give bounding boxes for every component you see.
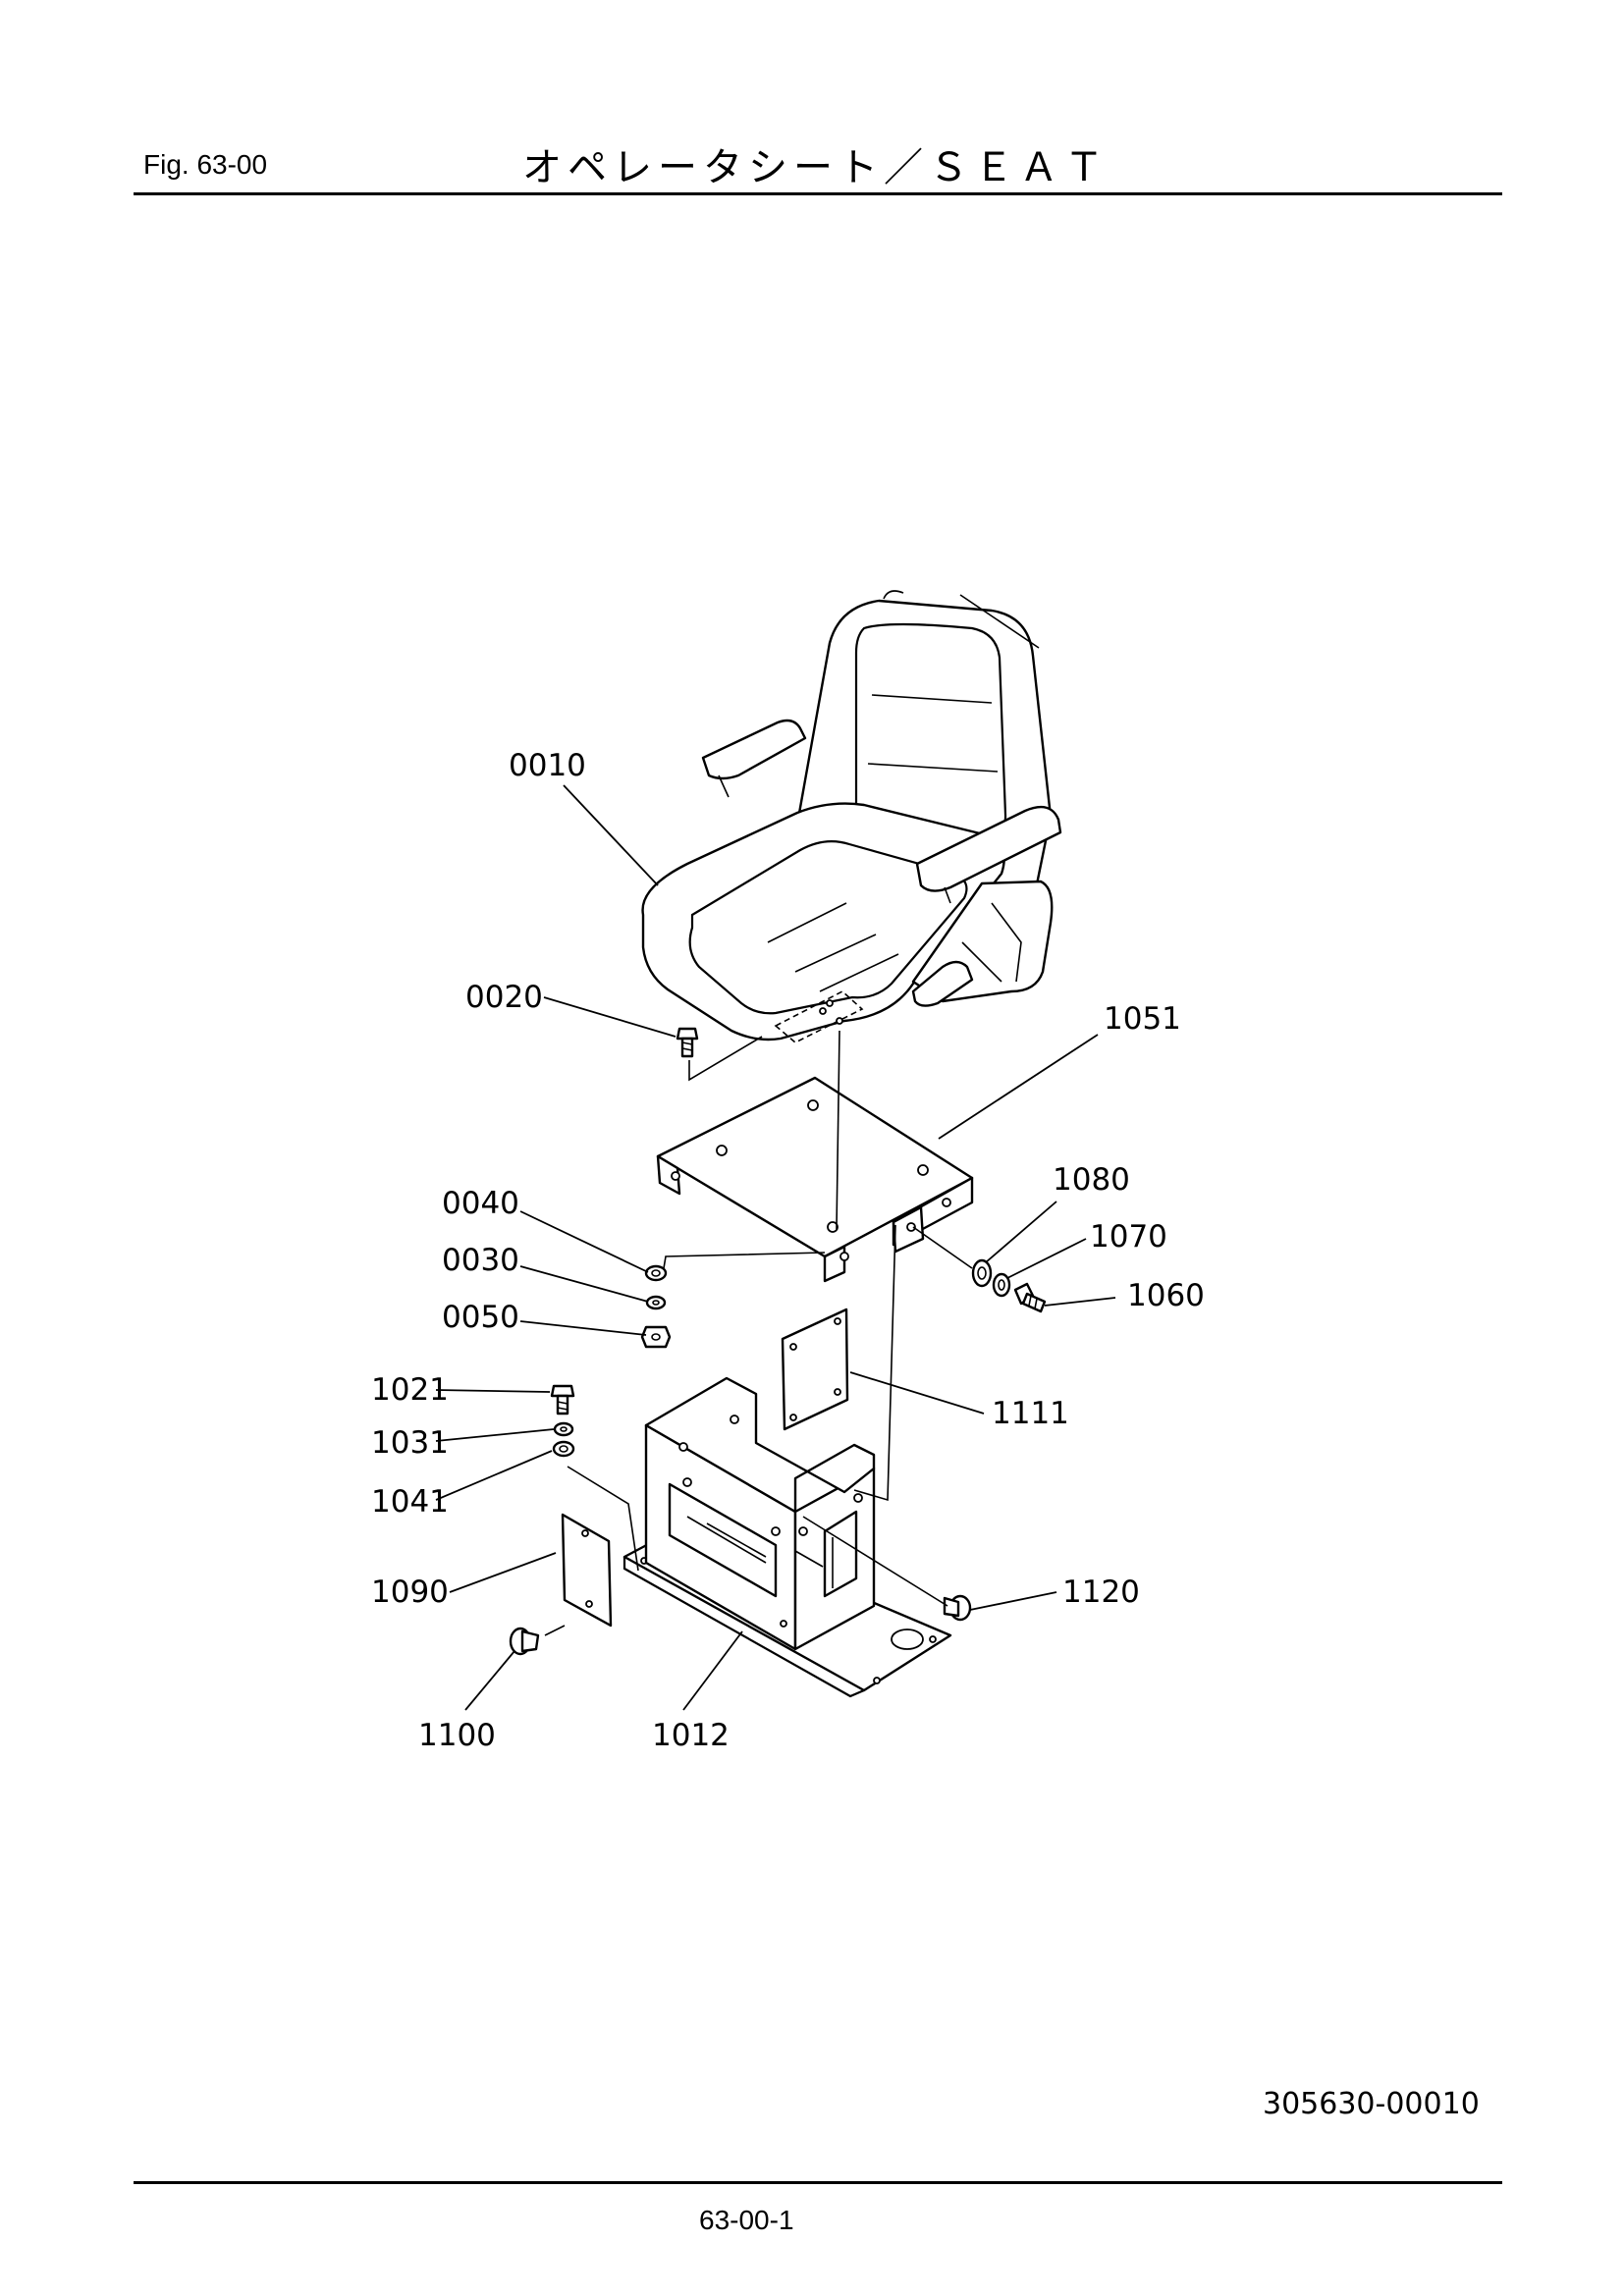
- callout-1111: 1111: [992, 1396, 1069, 1431]
- callout-0020: 0020: [465, 980, 543, 1015]
- nut-0050: [640, 1325, 672, 1349]
- callout-0040: 0040: [442, 1186, 519, 1221]
- callout-0030: 0030: [442, 1243, 519, 1278]
- callout-1031: 1031: [371, 1425, 449, 1461]
- callout-1070: 1070: [1090, 1219, 1167, 1255]
- callout-1041: 1041: [371, 1484, 449, 1520]
- callout-1060: 1060: [1127, 1278, 1205, 1313]
- operator-seat: [641, 590, 1062, 1043]
- washer-1041: [552, 1440, 575, 1458]
- seat-stand-frame-1012: [623, 1376, 952, 1698]
- callout-1012: 1012: [652, 1718, 730, 1753]
- bolt-1021: [550, 1384, 575, 1415]
- lock-washer-1070: [992, 1272, 1011, 1298]
- page-number: 63-00-1: [699, 2205, 794, 2235]
- washer-0040: [644, 1264, 668, 1282]
- lock-washer-1031: [553, 1421, 574, 1437]
- bolt-1060: [1013, 1282, 1047, 1313]
- drawing-number: 305630-00010: [1263, 2087, 1480, 2121]
- assembly-guide-lines: [544, 1030, 973, 1636]
- bolt-1120: [943, 1594, 972, 1622]
- seat-mounting-plate: [656, 1076, 974, 1283]
- callout-1080: 1080: [1053, 1162, 1130, 1198]
- callout-1051: 1051: [1104, 1001, 1181, 1037]
- callout-labels: 0010 0020 1051 0040 0030 0050 1080 1070 …: [371, 748, 1205, 1753]
- callout-1120: 1120: [1062, 1575, 1140, 1610]
- callout-1021: 1021: [371, 1372, 449, 1408]
- figure-number: Fig. 63-00: [143, 149, 268, 180]
- callout-1090: 1090: [371, 1575, 449, 1610]
- washer-1080: [971, 1258, 993, 1288]
- header-rule: [134, 192, 1502, 195]
- callout-0010: 0010: [509, 748, 586, 783]
- page-title: オペレータシート／ＳＥＡＴ: [522, 145, 1110, 190]
- lock-washer-0030: [645, 1295, 667, 1310]
- footer-rule: [134, 2181, 1502, 2184]
- cover-plate-1111: [781, 1308, 849, 1431]
- bolt-0020: [676, 1027, 699, 1058]
- callout-1100: 1100: [418, 1718, 496, 1753]
- callout-0050: 0050: [442, 1300, 519, 1335]
- bolt-1100: [509, 1627, 540, 1656]
- leader-lines: [435, 784, 1116, 1711]
- side-cover-1090: [561, 1513, 613, 1628]
